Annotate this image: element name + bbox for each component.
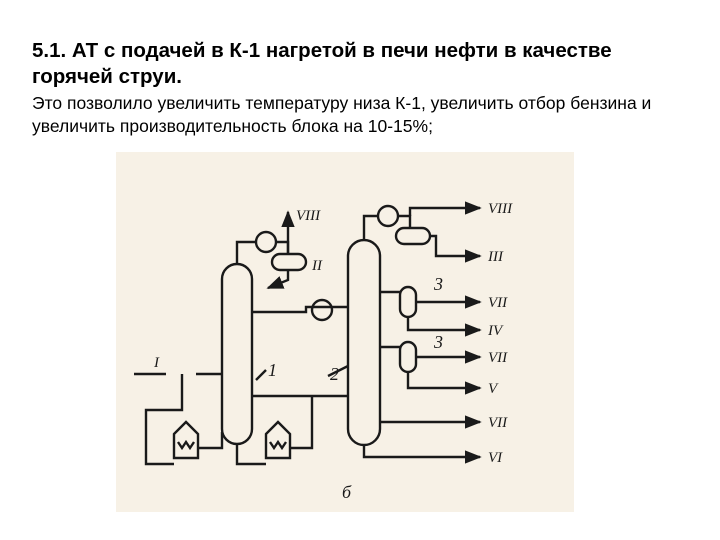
label-side-3: VII [488,350,508,366]
furnace-2-coil [269,439,287,451]
label-k1-gasoline: II [311,258,323,274]
label-stripper-3a: 3 [433,274,443,294]
stripper-3a-out2 [406,317,482,337]
label-side-5: VII [488,415,508,431]
label-bottom-mark: б [342,482,352,502]
label-bottoms: VI [488,450,503,466]
slide-title: 5.1. АТ с подачей в К-1 нагретой в печи … [32,39,612,88]
k2-bottoms [362,445,482,464]
label-side-4: V [488,381,499,397]
k2-gas-out [408,201,482,216]
leader-1 [255,369,267,381]
label-side-1: VII [488,295,508,311]
label-side-2: IV [487,323,504,339]
furnace-2 [264,420,292,460]
label-feed: I [153,355,160,371]
feed-bypass-line [144,374,184,430]
leader-2 [327,364,349,378]
k1-side-line [252,305,348,314]
label-k1-gas: VIII [296,208,321,224]
stripper-3b-out2 [406,372,482,395]
label-column-2: 2 [330,364,339,384]
furnace-1-coil [177,439,195,451]
k2-overhead-line [362,214,378,240]
k1-overhead-line [235,240,256,264]
k2-pumparound [310,298,334,322]
diagram-background [116,152,574,512]
label-k2-gasoline: III [487,249,504,265]
slide-body-text: Это позволило увеличить температуру низа… [32,93,652,136]
process-flow-diagram: I VIII II 1 2 VIII III 3 3 VII IV VII V … [116,152,574,512]
k1-gasoline-out [266,270,290,290]
label-k2-gas: VIII [488,201,513,217]
label-stripper-3b: 3 [433,332,443,352]
label-column-1: 1 [268,360,277,380]
furnace-2-line [235,396,314,466]
furnace-1 [172,420,200,460]
furnace-1-line [144,430,224,466]
k2-gasoline-out [430,234,482,263]
